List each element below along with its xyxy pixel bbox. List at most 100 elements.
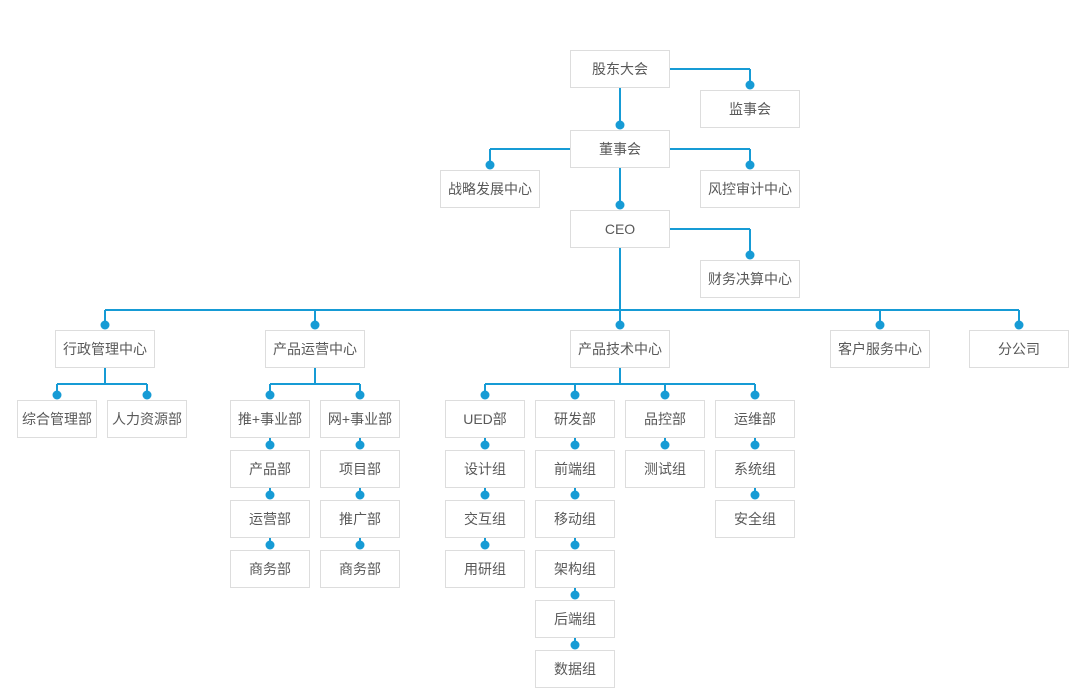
org-node-tui-division: 推+事业部: [230, 400, 310, 438]
connector-dot: [480, 390, 490, 400]
org-node-customer-service-center: 客户服务中心: [830, 330, 930, 368]
org-node-general-admin-dept: 综合管理部: [17, 400, 97, 438]
org-node-interaction-group: 交互组: [445, 500, 525, 538]
connector-line: [619, 248, 621, 325]
connector-dot: [480, 490, 490, 500]
connector-line: [56, 384, 58, 395]
org-node-supervisory-board: 监事会: [700, 90, 800, 128]
connector-line: [619, 88, 621, 125]
connector-dot: [875, 320, 885, 330]
connector-line: [574, 384, 576, 395]
connector-dot: [142, 390, 152, 400]
connector-dot: [615, 120, 625, 130]
connector-line: [670, 68, 750, 70]
org-node-strategy-center: 战略发展中心: [440, 170, 540, 208]
org-node-data-group: 数据组: [535, 650, 615, 688]
connector-dot: [660, 440, 670, 450]
org-node-frontend-group: 前端组: [535, 450, 615, 488]
org-node-ued-dept: UED部: [445, 400, 525, 438]
org-node-branch-company: 分公司: [969, 330, 1069, 368]
connector-dot: [745, 160, 755, 170]
connector-dot: [570, 640, 580, 650]
org-node-risk-audit-center: 风控审计中心: [700, 170, 800, 208]
connector-dot: [100, 320, 110, 330]
connector-dot: [570, 590, 580, 600]
connector-line: [270, 383, 360, 385]
connector-line: [619, 168, 621, 205]
org-node-product-ops-center: 产品运营中心: [265, 330, 365, 368]
connector-line: [749, 229, 751, 255]
org-node-rd-dept: 研发部: [535, 400, 615, 438]
connector-dot: [1014, 320, 1024, 330]
org-node-project-dept: 项目部: [320, 450, 400, 488]
org-node-product-tech-center: 产品技术中心: [570, 330, 670, 368]
connector-dot: [745, 250, 755, 260]
connector-line: [314, 368, 316, 384]
connector-dot: [750, 490, 760, 500]
org-node-design-group: 设计组: [445, 450, 525, 488]
connector-line: [314, 310, 316, 325]
connector-line: [879, 310, 881, 325]
connector-dot: [570, 440, 580, 450]
connector-line: [105, 309, 1019, 311]
org-node-testing-group: 测试组: [625, 450, 705, 488]
connector-dot: [745, 80, 755, 90]
org-node-security-group: 安全组: [715, 500, 795, 538]
connector-dot: [570, 490, 580, 500]
connector-dot: [660, 390, 670, 400]
connector-line: [490, 148, 570, 150]
connector-line: [359, 384, 361, 395]
connector-line: [619, 368, 621, 384]
connector-line: [104, 368, 106, 384]
connector-dot: [355, 440, 365, 450]
connector-dot: [265, 490, 275, 500]
org-node-system-group: 系统组: [715, 450, 795, 488]
connector-line: [664, 384, 666, 395]
connector-dot: [265, 440, 275, 450]
connector-dot: [355, 390, 365, 400]
org-node-user-research-group: 用研组: [445, 550, 525, 588]
org-node-business-dept-tui: 商务部: [230, 550, 310, 588]
connector-dot: [355, 540, 365, 550]
connector-dot: [750, 440, 760, 450]
connector-dot: [480, 540, 490, 550]
connector-dot: [570, 390, 580, 400]
connector-line: [269, 384, 271, 395]
org-node-admin-center: 行政管理中心: [55, 330, 155, 368]
org-node-shareholders-meeting: 股东大会: [570, 50, 670, 88]
org-node-promotion-dept: 推广部: [320, 500, 400, 538]
connector-line: [749, 149, 751, 165]
connector-dot: [265, 540, 275, 550]
connector-dot: [265, 390, 275, 400]
connector-line: [1018, 310, 1020, 325]
org-node-qc-dept: 品控部: [625, 400, 705, 438]
connector-line: [57, 383, 147, 385]
connector-line: [489, 149, 491, 165]
org-node-product-dept: 产品部: [230, 450, 310, 488]
org-node-wang-division: 网+事业部: [320, 400, 400, 438]
connector-dot: [570, 540, 580, 550]
connector-dot: [310, 320, 320, 330]
connector-line: [670, 148, 750, 150]
org-node-board-of-directors: 董事会: [570, 130, 670, 168]
connector-line: [104, 310, 106, 325]
org-node-backend-group: 后端组: [535, 600, 615, 638]
org-node-maintenance-dept: 运维部: [715, 400, 795, 438]
connector-line: [484, 384, 486, 395]
connector-line: [749, 69, 751, 85]
connector-dot: [480, 440, 490, 450]
connector-dot: [615, 200, 625, 210]
connector-line: [754, 384, 756, 395]
connector-dot: [485, 160, 495, 170]
connector-line: [670, 228, 750, 230]
org-node-hr-dept: 人力资源部: [107, 400, 187, 438]
org-node-business-dept-wang: 商务部: [320, 550, 400, 588]
connector-dot: [355, 490, 365, 500]
connector-line: [485, 383, 755, 385]
connector-line: [146, 384, 148, 395]
connector-dot: [52, 390, 62, 400]
org-node-finance-center: 财务决算中心: [700, 260, 800, 298]
org-node-ceo: CEO: [570, 210, 670, 248]
org-node-architecture-group: 架构组: [535, 550, 615, 588]
